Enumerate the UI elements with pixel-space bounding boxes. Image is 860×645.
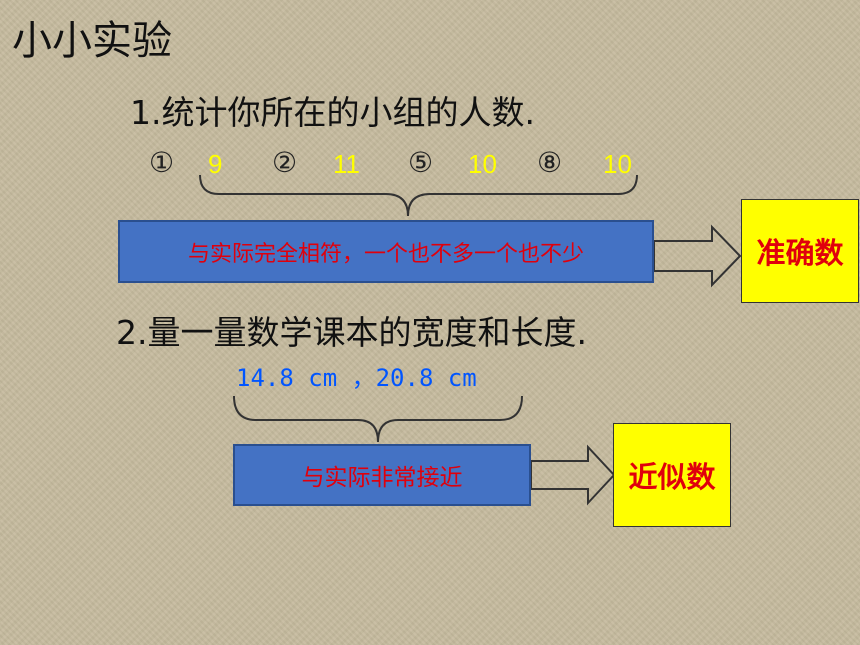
arrow-right-icon — [653, 224, 742, 288]
approx-number-label: 近似数 — [628, 460, 716, 494]
arrow-right-icon — [530, 444, 616, 506]
approx-number-box: 近似数 — [613, 423, 731, 527]
measurements: 14.8 cm ，20.8 cm — [236, 364, 477, 392]
exact-number-label: 准确数 — [756, 236, 844, 270]
group-marker-2: ② — [272, 146, 298, 179]
approx-description-box: 与实际非常接近 — [233, 444, 531, 506]
item-2-heading: 2.量一量数学课本的宽度和长度. — [116, 313, 587, 352]
curly-brace-icon — [233, 395, 523, 443]
group-count-3: 10 — [468, 149, 497, 179]
group-count-1: 9 — [208, 149, 223, 179]
group-count-2: 11 — [333, 149, 360, 179]
exact-description-box: 与实际完全相符，一个也不多一个也不少 — [118, 220, 654, 283]
curly-brace-icon — [199, 174, 638, 217]
exact-description: 与实际完全相符，一个也不多一个也不少 — [187, 241, 584, 267]
item-1-heading: 1.统计你所在的小组的人数. — [130, 93, 535, 132]
approx-description: 与实际非常接近 — [301, 465, 463, 491]
group-marker-3: ⑤ — [408, 146, 434, 179]
exact-number-box: 准确数 — [741, 199, 859, 303]
group-marker-1: ① — [149, 146, 175, 179]
group-marker-4: ⑧ — [537, 146, 563, 179]
slide-title: 小小实验 — [12, 18, 172, 64]
group-count-4: 10 — [603, 149, 632, 179]
